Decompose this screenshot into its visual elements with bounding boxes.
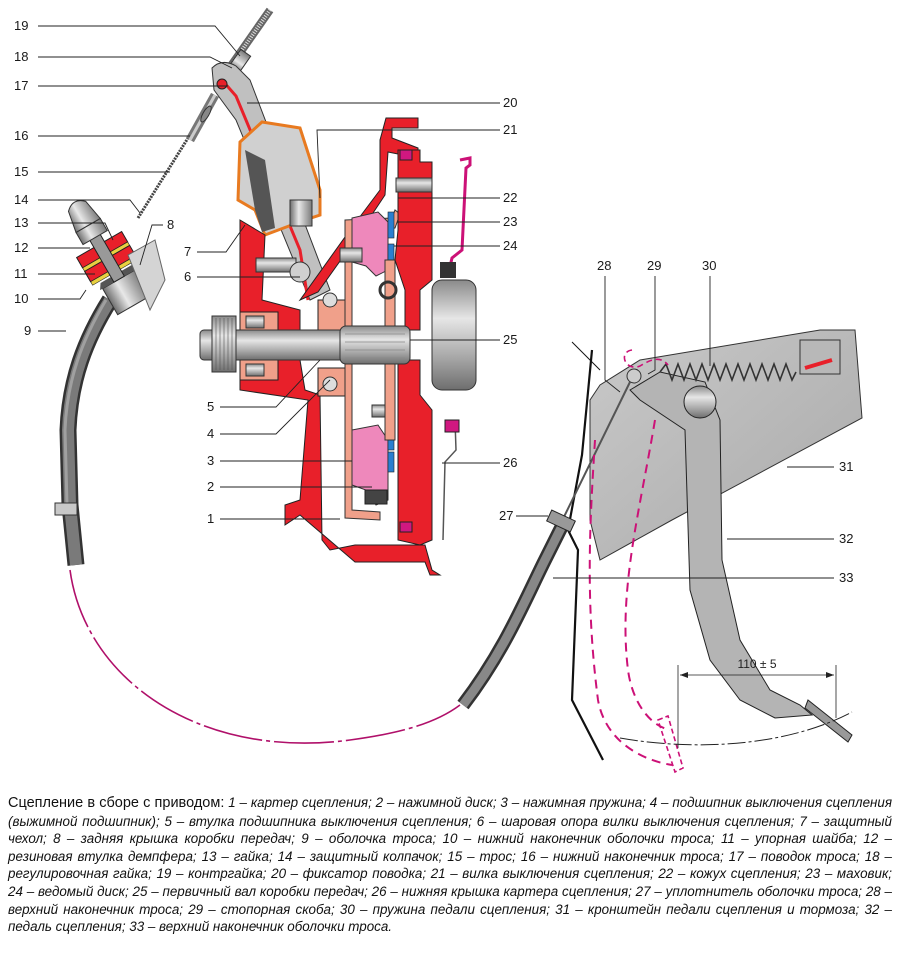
callout-2: 2 (207, 479, 214, 494)
callout-27: 27 (499, 508, 513, 523)
travel-dimension-label: 110 ± 5 (737, 657, 776, 671)
threaded-rod (224, 7, 274, 74)
flywheel (394, 149, 433, 546)
pedal-travel-dashed-2 (624, 419, 671, 731)
callout-12: 12 (14, 240, 28, 255)
crankshaft-flange (431, 279, 477, 391)
callout-10: 10 (14, 291, 28, 306)
caption-body: 1 – картер сцепления; 2 – нажимной диск;… (8, 795, 892, 935)
callout-29: 29 (647, 258, 661, 273)
sheath-clamp (54, 502, 78, 516)
callout-22: 22 (503, 190, 517, 205)
pedal-travel-dashed-1 (588, 439, 673, 766)
callout-28: 28 (597, 258, 611, 273)
callout-23: 23 (503, 214, 517, 229)
callout-25: 25 (503, 332, 517, 347)
leader-lines (38, 25, 834, 579)
cable-wire (136, 129, 195, 219)
callout-33: 33 (839, 570, 853, 585)
callout-7: 7 (184, 244, 191, 259)
callout-18: 18 (14, 49, 28, 64)
pedal-spring (659, 361, 797, 383)
lower-cable-fitting (67, 200, 152, 316)
pedal-travel-arc (619, 711, 853, 746)
callout-5: 5 (207, 399, 214, 414)
upper-cable-wire (559, 381, 631, 526)
callout-32: 32 (839, 531, 853, 546)
firewall-panel (566, 349, 604, 761)
release-bearing (317, 292, 349, 397)
input-shaft (199, 315, 411, 373)
protective-boot (236, 120, 322, 237)
clutch-assembly-diagram: 110 ± 5 19 (14, 7, 863, 774)
caption-title: Сцепление в сборе с приводом: (8, 795, 225, 811)
callout-8: 8 (167, 217, 174, 232)
callout-21: 21 (503, 122, 517, 137)
callout-30: 30 (702, 258, 716, 273)
travel-dimension: 110 ± 5 (677, 657, 837, 748)
lower-cable-end (186, 92, 219, 143)
clutch-housing (239, 117, 442, 576)
callout-numbers: 19 18 17 16 15 14 13 12 11 10 9 8 7 6 5 … (14, 18, 853, 585)
callout-31: 31 (839, 459, 853, 474)
callout-6: 6 (184, 269, 191, 284)
cable-sheath-lower (54, 295, 118, 566)
figure-caption: Сцепление в сборе с приводом: 1 – картер… (8, 794, 892, 936)
upper-sheath-end (457, 509, 576, 710)
pedal-pivot (683, 385, 717, 419)
lower-housing-cover (446, 156, 472, 276)
callout-20: 20 (503, 95, 517, 110)
callout-16: 16 (14, 128, 28, 143)
callout-19: 19 (14, 18, 28, 33)
callout-14: 14 (14, 192, 28, 207)
pressure-plate (351, 211, 389, 277)
callout-9: 9 (24, 323, 31, 338)
callout-4: 4 (207, 426, 214, 441)
callout-13: 13 (14, 215, 28, 230)
callout-3: 3 (207, 453, 214, 468)
callout-26: 26 (503, 455, 517, 470)
callout-24: 24 (503, 238, 517, 253)
callout-15: 15 (14, 164, 28, 179)
callout-11: 11 (14, 266, 28, 281)
callout-17: 17 (14, 78, 28, 93)
callout-1: 1 (207, 511, 214, 526)
cable-route-dashed (69, 569, 461, 744)
